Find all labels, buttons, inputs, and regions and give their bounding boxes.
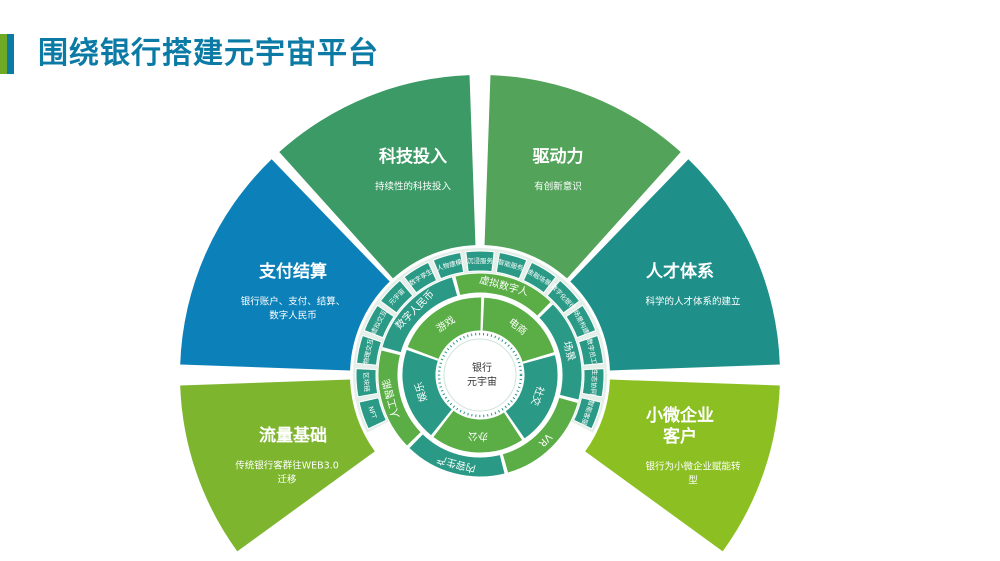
outer-ring-segment [565,304,597,339]
dotted-ring [437,332,523,418]
inner-ring-segment [481,296,556,363]
outer-ring-label: 生态协同 [589,369,600,396]
sector-smb-clients-shape [585,379,780,552]
sector-tech-investment-shape [279,75,476,279]
middle-ring-segment [454,272,552,317]
outer-ring-segment [379,279,414,314]
sector-smb-clients-desc: 银行为小微企业赋能转 [645,461,741,473]
inner-ring-segment [432,409,524,454]
sector-tech-investment-title: 科技投入 [379,146,447,167]
rings-layer: NFT区块链物理交互虚拟交互元宇宙数字孪生人物建模沉浸服务智能服务金融场景数字化… [352,247,608,503]
middle-ring-segment [381,276,459,354]
outer-ring-segment [522,261,557,294]
inner-ring-segment [504,353,559,440]
sector-traffic-base-desc: 传统银行客群往WEB3.0 [235,460,339,472]
sector-traffic-base-title: 流量基础 [259,425,327,446]
sector-traffic-base-desc: 迁移 [277,474,297,486]
page-title: 围绕银行搭建元宇宙平台 [38,36,379,71]
sector-payment-settlement-shape [180,159,390,371]
outer-ring-segment [495,251,528,280]
title-accent-bar [0,34,14,74]
middle-ring-segment [408,433,506,478]
sector-talent-system-desc: 科学的人才体系的建立 [645,296,740,308]
outer-ring-segment [432,251,465,280]
inner-ring-segment [406,296,483,361]
sector-smb-clients-desc: 型 [688,476,698,487]
inner-ring-segment [401,348,454,437]
outer-ring-label: NFT [367,405,379,419]
sector-payment-settlement-desc: 银行账户、支付、结算、 [241,296,346,308]
title-accent-green [0,34,7,74]
middle-ring-segment [501,396,579,474]
center-circle [443,338,517,412]
outer-ring-label: 区块链 [362,372,372,393]
sector-traffic-base-shape [180,379,375,552]
outer-ring-segment [546,279,581,314]
sector-talent-system-shape [570,159,780,371]
sector-payment-settlement-desc: 数字人民币 [269,310,317,322]
sector-driving-force-shape [484,75,681,279]
title-accent-blue [7,34,14,74]
sector-tech-investment-desc: 持续性的科技投入 [375,181,452,193]
outer-ring-segment [573,397,602,430]
sector-talent-system-title: 人才体系 [646,261,714,282]
sector-driving-force-desc: 有创新意识 [534,181,582,193]
sector-driving-force-title: 驱动力 [533,146,584,167]
sector-smb-clients-title: 小微企业 [646,405,714,426]
outer-ring-segment [358,397,387,430]
sectors-layer: 支付结算银行账户、支付、结算、数字人民币科技投入持续性的科技投入驱动力有创新意识… [180,75,780,552]
outer-ring-ring-base [353,248,607,433]
outer-ring-segment [403,261,438,294]
outer-ring-segment [577,334,604,366]
outer-ring-ring: NFT区块链物理交互虚拟交互元宇宙数字孪生人物建模沉浸服务智能服务金融场景数字化… [353,248,607,433]
center-label-line2: 元宇宙 [467,375,497,388]
outer-ring-label: 沉浸服务 [467,256,494,265]
outer-ring-segment [581,368,605,398]
middle-ring-segment [377,349,422,447]
outer-ring-segment [363,304,395,339]
sector-smb-clients-title: 客户 [662,426,697,447]
outer-ring-segment [465,250,495,273]
inner-ring-label: 办公 [468,430,488,444]
sector-payment-settlement-title: 支付结算 [259,261,327,282]
middle-ring-segment [538,303,583,401]
center-label-line1: 银行 [472,361,492,374]
outer-ring-segment [355,368,379,398]
outer-ring-segment [356,334,383,366]
inner-ring-ring: 游戏电商社交办公娱乐 [401,296,559,454]
